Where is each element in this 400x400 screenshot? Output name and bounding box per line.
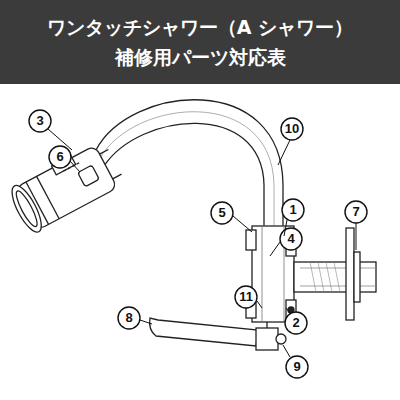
callout-number: 3: [29, 110, 51, 132]
callout-number: 6: [49, 146, 71, 168]
callout-number: 4: [280, 228, 302, 250]
callout-number: 11: [235, 286, 257, 308]
callout-number: 5: [211, 202, 233, 224]
callout-number: 7: [345, 201, 367, 223]
callout-number: 10: [281, 118, 303, 140]
header-band: [0, 0, 400, 84]
callout-number: 9: [286, 356, 308, 378]
callout-number: 8: [118, 307, 140, 329]
title-text: ワンタッチシャワー（A シャワー） 補修用パーツ対応表: [20, 12, 380, 72]
callout-number: 2: [285, 312, 307, 334]
callout-number: 1: [282, 199, 304, 221]
